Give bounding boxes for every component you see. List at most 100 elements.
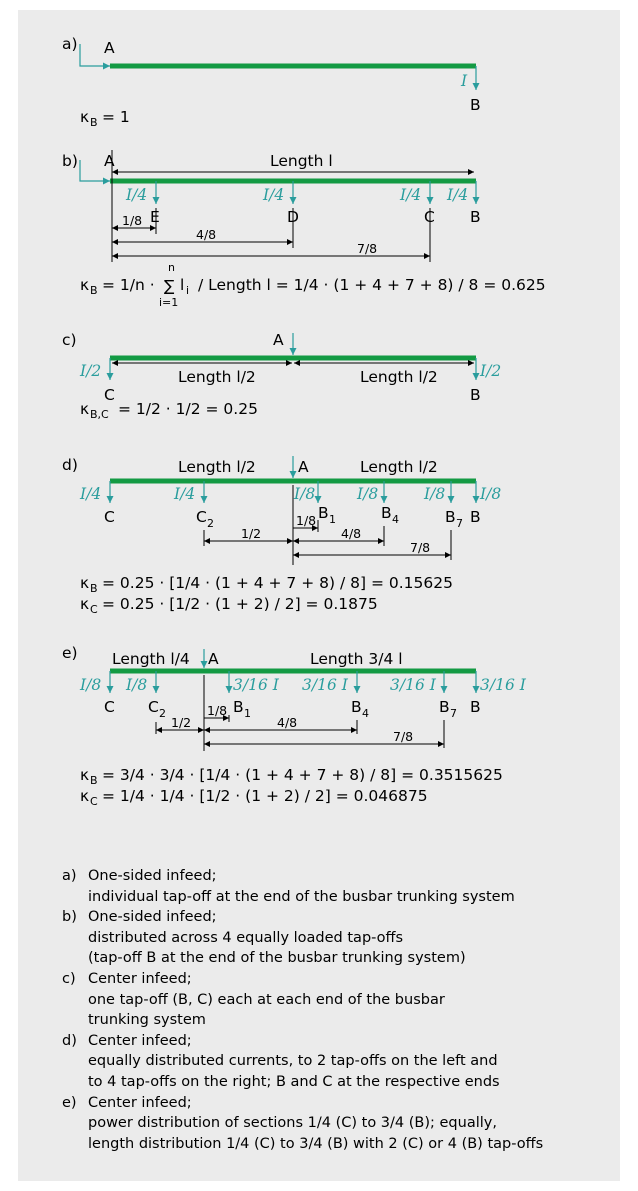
length-label: Length l/2 [360, 458, 438, 476]
legend-key: d) [62, 1032, 77, 1049]
length-i-subscript: i [186, 284, 189, 297]
current-label: 3/16 I [480, 676, 527, 694]
length-label: Length l/4 [112, 650, 190, 668]
tap-c2-label: C [148, 698, 159, 716]
legend-text: One-sided infeed; individual tap-off at t… [88, 866, 622, 907]
legend-line: one tap-off (B, C) each at each end of t… [88, 991, 445, 1008]
legend-item: d) Center infeed; equally distributed curr… [62, 1031, 622, 1093]
legend-line: length distribution 1/4 (C) to 3/4 (B) w… [88, 1135, 544, 1152]
kappa-formula-part: / Length l = 1/4 · (1 + 4 + 7 + 8) / 8 =… [198, 276, 546, 294]
legend-line: trunking system [88, 1012, 206, 1029]
current-label: I/8 [423, 485, 445, 503]
point-b-label: B [470, 96, 481, 114]
tap-b4-label: B [381, 504, 392, 522]
current-label: I/8 [125, 676, 147, 694]
tap-b4-label: B [351, 698, 362, 716]
tap-c2-label: C [196, 508, 207, 526]
tap-c-label: C [104, 386, 115, 404]
legend-line: Center infeed; [88, 970, 192, 987]
kappa-symbol: κ [80, 400, 89, 418]
tap-b4-subscript: 4 [392, 513, 399, 526]
legend-text: One-sided infeed; distributed across 4 eq… [88, 907, 622, 969]
tap-e-label: E [150, 208, 160, 226]
dimension-label: 7/8 [357, 241, 377, 256]
kappa-b-formula: = 0.25 · [1/4 · (1 + 4 + 7 + 8) / 8] = 0… [102, 574, 453, 592]
tap-b4-subscript: 4 [362, 707, 369, 720]
kappa-subscript: B [90, 284, 98, 297]
length-label: Length l [270, 152, 333, 170]
kappa-c-symbol: κ [80, 787, 89, 805]
infeed-arrow [79, 160, 110, 185]
point-a-label: A [273, 331, 284, 349]
legend-text: Center infeed; equally distributed curren… [88, 1031, 622, 1093]
legend-key: a) [62, 868, 77, 884]
sum-symbol: ∑ [164, 277, 175, 295]
current-label: I/2 [479, 362, 501, 380]
diagrams-svg: a) A I B κ B = 1 b) A Length l I/4 I/4 I… [62, 35, 546, 808]
tap-c-label: C [104, 508, 115, 526]
diagram-c-tag: c) [62, 331, 77, 349]
tap-c2-subscript: 2 [207, 517, 214, 530]
legend-line: power distribution of sections 1/4 (C) t… [88, 1115, 497, 1132]
kappa-symbol: κ [80, 276, 89, 294]
legend-line: individual tap-off at the end of the bus… [88, 888, 515, 905]
length-label: Length l/2 [178, 458, 256, 476]
kappa-b-subscript: B [90, 774, 98, 787]
kappa-c-subscript: C [90, 603, 98, 616]
diagram-b-tag: b) [62, 152, 78, 170]
kappa-c-symbol: κ [80, 595, 89, 613]
dimension-label: 1/8 [296, 513, 316, 528]
kappa-formula: = 1/2 · 1/2 = 0.25 [118, 400, 258, 418]
legend-line: distributed across 4 equally loaded tap-… [88, 929, 404, 946]
kappa-b-symbol: κ [80, 766, 89, 784]
point-a-label: A [208, 650, 219, 668]
legend-key: e) [62, 1094, 77, 1111]
tap-b7-label: B [439, 698, 450, 716]
current-label: 3/16 I [390, 676, 437, 694]
diagram-e-tag: e) [62, 644, 78, 662]
tap-b-label: B [470, 698, 481, 716]
kappa-b-subscript: B [90, 582, 98, 595]
legend-line: to 4 tap-offs on the right; B and C at t… [88, 1073, 500, 1090]
current-label: I/8 [479, 485, 501, 503]
diagram-c: c) A I/2 I/2 Length l/2 Length l/2 C B κ… [62, 331, 501, 421]
kappa-c-subscript: C [90, 795, 98, 808]
kappa-formula-part: = 1/n · [102, 276, 155, 294]
current-label: I/4 [399, 186, 421, 204]
diagram-a: a) A I B κ B = 1 [62, 35, 481, 129]
kappa-subscript: B [90, 116, 98, 129]
kappa-c-formula: = 0.25 · [1/2 · (1 + 2) / 2] = 0.1875 [102, 595, 378, 613]
kappa-b-formula: = 3/4 · 3/4 · [1/4 · (1 + 4 + 7 + 8) / 8… [102, 766, 503, 784]
current-label: 3/16 I [233, 676, 280, 694]
legend-line: One-sided infeed; [88, 868, 217, 884]
point-a-label: A [104, 152, 115, 170]
diagram-a-tag: a) [62, 35, 78, 53]
kappa-c-formula: = 1/4 · 1/4 · [1/2 · (1 + 2) / 2] = 0.04… [102, 787, 428, 805]
tap-b-label: B [470, 508, 481, 526]
kappa-symbol: κ [80, 108, 89, 126]
legend: a) One-sided infeed; individual tap-off at… [62, 866, 622, 1154]
tap-c2-subscript: 2 [159, 707, 166, 720]
legend-item: b)One-sided infeed;distributed across 4 … [62, 907, 622, 969]
legend-line: (tap-off B at the end of the busbar trun… [88, 950, 466, 967]
dimension-label: 7/8 [410, 540, 430, 555]
legend-key: c) [62, 970, 76, 987]
diagram-e: e) Length l/4 A Length 3/4 l I/8 I/8 3/1… [62, 644, 527, 808]
legend-line: Center infeed; [88, 1032, 192, 1049]
tap-b1-label: B [233, 698, 244, 716]
infeed-arrow [79, 44, 110, 70]
dimension-label: 4/8 [196, 227, 216, 242]
current-label: I [460, 72, 468, 90]
legend-line: equally distributed currents, to 2 tap-o… [88, 1053, 498, 1070]
legend-text: Center infeed; one tap-off (B, C) each at… [88, 969, 622, 1031]
tap-c-label: C [104, 698, 115, 716]
dimension-label: 1/2 [171, 715, 191, 730]
length-label: Length l/2 [360, 368, 438, 386]
diagram-d-tag: d) [62, 456, 78, 474]
tap-c-label: C [424, 208, 435, 226]
legend-item: c) Center infeed; one tap-off (B, C) each … [62, 969, 622, 1031]
legend-item: a) One-sided infeed; individual tap-off at… [62, 866, 622, 907]
legend-line: One-sided infeed; [88, 909, 217, 926]
legend-item: e)Center infeed;power distribution of se… [62, 1093, 622, 1155]
